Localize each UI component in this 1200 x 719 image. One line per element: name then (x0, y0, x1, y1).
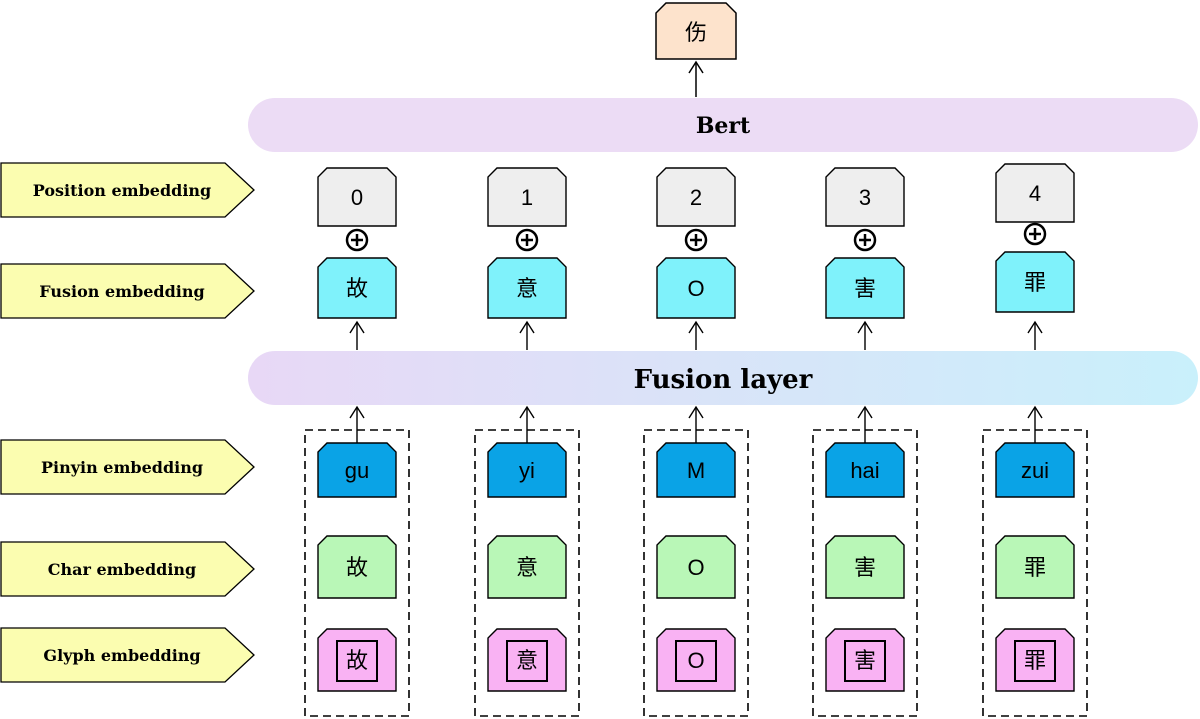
bert-label: Bert (696, 113, 751, 139)
arrow-input-to-fusion-layer-2 (688, 405, 704, 448)
arrow-fusion-layer-to-token-3 (857, 320, 873, 350)
position-token-4: 4 (995, 163, 1075, 223)
row-label-glyph: Glyph embedding (0, 627, 255, 683)
glyph-token-3-text: 害 (854, 648, 876, 673)
pinyin-token-0-text: gu (345, 458, 369, 483)
char-token-3: 害 (825, 535, 905, 599)
plus-icon (345, 228, 369, 252)
pinyin-token-2-text: M (687, 458, 705, 483)
fusion-token-3-text: 害 (854, 276, 876, 301)
glyph-token-2-text: O (687, 648, 704, 673)
position-token-4-text: 4 (1029, 181, 1041, 206)
pinyin-token-4-text: zui (1021, 458, 1049, 483)
glyph-token-4-text: 罪 (1024, 648, 1046, 673)
char-token-2: O (656, 535, 736, 599)
fusion-token-3: 害 (825, 257, 905, 319)
pinyin-token-2: M (656, 442, 736, 498)
row-label-char-text: Char embedding (48, 560, 196, 579)
row-label-fusion-text: Fusion embedding (39, 282, 204, 301)
plus-icon (684, 228, 708, 252)
arrow-fusion-layer-to-token-0 (349, 320, 365, 350)
position-token-0-text: 0 (351, 185, 363, 210)
glyph-token-2: O (656, 628, 736, 692)
arrow-input-to-fusion-layer-4 (1027, 405, 1043, 448)
char-token-4-text: 罪 (1024, 555, 1046, 580)
position-token-3-text: 3 (859, 185, 871, 210)
plus-icon (1023, 222, 1047, 246)
position-token-2: 2 (656, 167, 736, 227)
arrow-input-to-fusion-layer-0 (349, 405, 365, 448)
fusion-token-1: 意 (487, 257, 567, 319)
fusion-token-2-text: O (687, 276, 704, 301)
row-label-pinyin: Pinyin embedding (0, 439, 255, 495)
char-token-4: 罪 (995, 535, 1075, 599)
position-token-3: 3 (825, 167, 905, 227)
glyph-token-0-text: 故 (346, 648, 368, 673)
output-token-text: 伤 (685, 20, 707, 45)
glyph-token-4: 罪 (995, 628, 1075, 692)
glyph-token-0: 故 (317, 628, 397, 692)
bert-bar: Bert (248, 98, 1198, 152)
row-label-position-text: Position embedding (33, 181, 211, 200)
char-token-0: 故 (317, 535, 397, 599)
glyph-token-1-text: 意 (516, 648, 538, 673)
arrow-input-to-fusion-layer-1 (519, 405, 535, 448)
output-token-box: 伤 (655, 2, 737, 60)
row-label-glyph-text: Glyph embedding (43, 646, 200, 665)
pinyin-token-0: gu (317, 442, 397, 498)
column-2: 2O M O O (643, 167, 749, 717)
char-token-2-text: O (687, 555, 704, 580)
pinyin-token-1: yi (487, 442, 567, 498)
position-token-0: 0 (317, 167, 397, 227)
arrow-fusion-layer-to-token-2 (688, 320, 704, 350)
position-token-1: 1 (487, 167, 567, 227)
row-label-char: Char embedding (0, 541, 255, 597)
pinyin-token-3-text: hai (850, 458, 879, 483)
glyph-token-3: 害 (825, 628, 905, 692)
fusion-token-4-text: 罪 (1024, 270, 1046, 295)
arrow-fusion-layer-to-token-4 (1027, 320, 1043, 350)
char-token-1: 意 (487, 535, 567, 599)
pinyin-token-3: hai (825, 442, 905, 498)
pinyin-token-1-text: yi (519, 458, 535, 483)
char-token-1-text: 意 (516, 555, 538, 580)
arrow-bert-to-output (688, 60, 704, 97)
plus-icon (515, 228, 539, 252)
fusion-layer-bar: Fusion layer (248, 351, 1198, 405)
position-token-2-text: 2 (690, 185, 702, 210)
glyph-token-1: 意 (487, 628, 567, 692)
fusion-token-4: 罪 (995, 251, 1075, 313)
arrow-input-to-fusion-layer-3 (857, 405, 873, 448)
char-token-3-text: 害 (854, 555, 876, 580)
arrow-fusion-layer-to-token-1 (519, 320, 535, 350)
fusion-token-0: 故 (317, 257, 397, 319)
pinyin-token-4: zui (995, 442, 1075, 498)
fusion-layer-label: Fusion layer (634, 365, 813, 395)
fusion-token-2: O (656, 257, 736, 319)
char-token-0-text: 故 (346, 555, 368, 580)
row-label-position: Position embedding (0, 162, 255, 218)
fusion-token-1-text: 意 (516, 276, 538, 301)
position-token-1-text: 1 (521, 185, 533, 210)
fusion-token-0-text: 故 (346, 276, 368, 301)
row-label-fusion: Fusion embedding (0, 263, 255, 319)
plus-icon (853, 228, 877, 252)
row-label-pinyin-text: Pinyin embedding (41, 458, 203, 477)
